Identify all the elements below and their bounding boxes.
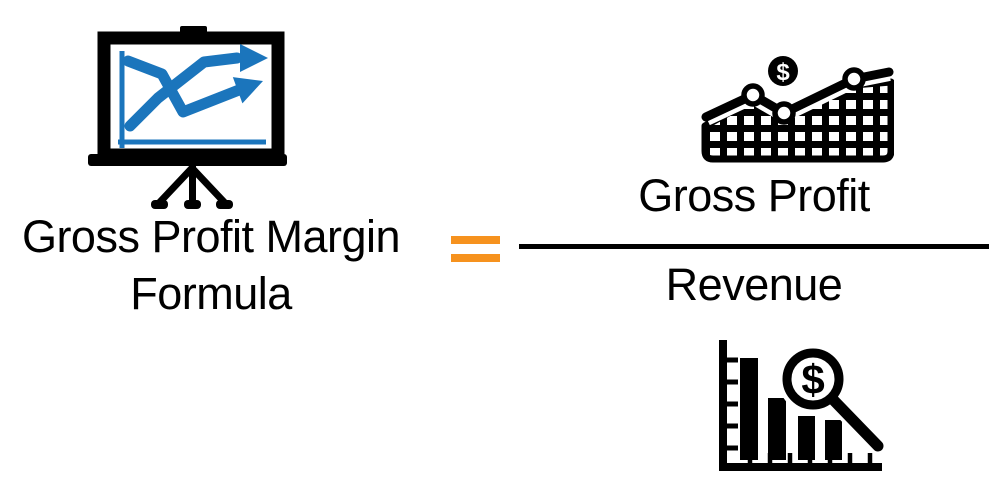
grid-chart-body (705, 82, 891, 159)
magnifier-lens (782, 348, 844, 410)
dollar-badge-circle (768, 56, 798, 86)
bar-1 (740, 358, 758, 460)
fraction-line (519, 244, 989, 249)
grid-chart-border (701, 78, 894, 163)
trend-node-3 (842, 67, 866, 91)
dollar-badge-icon: $ (764, 52, 802, 90)
equals-sign (451, 236, 500, 262)
equals-bottom-bar (451, 254, 500, 262)
tripod-legs (155, 164, 229, 207)
y-axis-ticks (727, 357, 738, 451)
profit-growth-grid-chart-icon: $ (701, 52, 894, 163)
dollar-sign: $ (801, 356, 824, 403)
formula-title: Gross Profit Margin Formula (21, 208, 401, 322)
easel-tripod (151, 164, 233, 209)
easel-base-bar (88, 154, 287, 166)
bar-4 (825, 420, 842, 460)
tripod-foot-center (184, 200, 201, 209)
blue-trend-chart (118, 44, 268, 148)
fraction-numerator: Gross Profit (638, 170, 870, 221)
dollar-sign: $ (776, 59, 790, 86)
trend-line-rising (124, 52, 243, 132)
bar-3 (798, 416, 815, 460)
formula-title-line2: Formula (130, 268, 292, 319)
arrowhead-mid-right-icon (232, 77, 263, 104)
dollar-magnifier-icon: $ (778, 344, 886, 455)
tripod-foot-left (151, 200, 168, 209)
bar-2 (768, 398, 786, 460)
formula-title-line1: Gross Profit Margin (21, 211, 401, 262)
magnifier-handle (827, 393, 884, 452)
tripod-center-pole (189, 164, 196, 204)
trend-node-1 (741, 83, 765, 107)
arrowhead-top-right-icon (240, 44, 268, 72)
presentation-line-chart-icon (88, 26, 287, 209)
revenue-bar-chart-magnifier-icon: $ (719, 340, 886, 471)
trend-node-2 (772, 101, 796, 125)
tripod-foot-right (216, 200, 233, 209)
equals-top-bar (451, 236, 500, 244)
fraction-denominator: Revenue (665, 259, 843, 310)
